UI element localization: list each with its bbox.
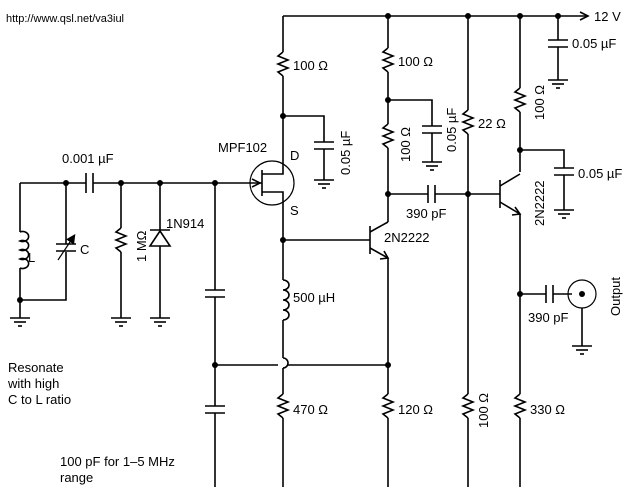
drain-resistor — [275, 16, 291, 164]
mid-cap-label: 0.05 µF — [444, 108, 459, 152]
q2-label: 2N2222 — [384, 230, 430, 245]
coupling-capacitor-390 — [388, 185, 500, 203]
fet-label: MPF102 — [218, 140, 267, 155]
input-cap-label: 0.001 µF — [62, 151, 114, 166]
source-branch — [275, 237, 370, 487]
bias-column — [460, 16, 476, 487]
q2-collector-branch — [380, 16, 396, 222]
output-section — [520, 279, 597, 355]
r470-label: 470 Ω — [293, 402, 328, 417]
note-line-4: 100 pF for 1–5 MHz — [60, 454, 175, 469]
gate-resistor-label: 1 MΩ — [134, 230, 149, 262]
supply-bypass-capacitor — [548, 16, 568, 89]
mid-bypass-capacitor — [388, 99, 442, 171]
r22-label: 22 Ω — [478, 116, 506, 131]
feedback-capacitors — [205, 183, 225, 487]
r-top4-label: 100 Ω — [532, 85, 547, 120]
drain-bypass-capacitor — [283, 115, 334, 189]
source-url: http://www.qsl.net/va3iul — [6, 13, 124, 25]
choke-label: 500 µH — [293, 290, 335, 305]
note-line-3: C to L ratio — [8, 392, 71, 407]
coupling-cap-label: 390 pF — [406, 206, 447, 221]
capacitive-divider-line — [212, 362, 391, 368]
supply-voltage-label: 12 V — [594, 9, 621, 24]
r120-label: 120 Ω — [398, 402, 433, 417]
output-label: Output — [608, 277, 623, 316]
gate-resistor — [111, 183, 131, 327]
supply-cap-label: 0.05 µF — [572, 36, 616, 51]
diode-label: 1N914 — [166, 216, 204, 231]
note-line-1: Resonate — [8, 360, 64, 375]
tank-cap-label: C — [80, 242, 89, 257]
input-tank — [10, 173, 218, 327]
q3-label: 2N2222 — [532, 180, 547, 226]
r-mid2-label: 100 Ω — [398, 127, 413, 162]
drain-cap-label: 0.05 µF — [338, 131, 353, 175]
fet-mpf102 — [215, 160, 295, 240]
q3-collector-branch — [512, 16, 528, 172]
q3-bypass-capacitor — [520, 149, 574, 219]
output-cap-label: 390 pF — [528, 310, 569, 325]
fet-source-label: S — [290, 203, 299, 218]
fet-drain-label: D — [290, 148, 299, 163]
r-bot3-label: 100 Ω — [476, 393, 491, 428]
r330-label: 330 Ω — [530, 402, 565, 417]
drain-resistor-label: 100 Ω — [293, 58, 328, 73]
supply-rail — [283, 11, 590, 21]
r-top2-label: 100 Ω — [398, 54, 433, 69]
transistor-q3 — [499, 173, 528, 487]
q3-cap-label: 0.05 µF — [578, 166, 622, 181]
coil-label: L — [28, 250, 35, 265]
note-line-2: with high — [7, 376, 59, 391]
note-line-5: range — [60, 470, 93, 485]
transistor-q2 — [369, 221, 396, 487]
diode-1n914 — [148, 183, 172, 327]
